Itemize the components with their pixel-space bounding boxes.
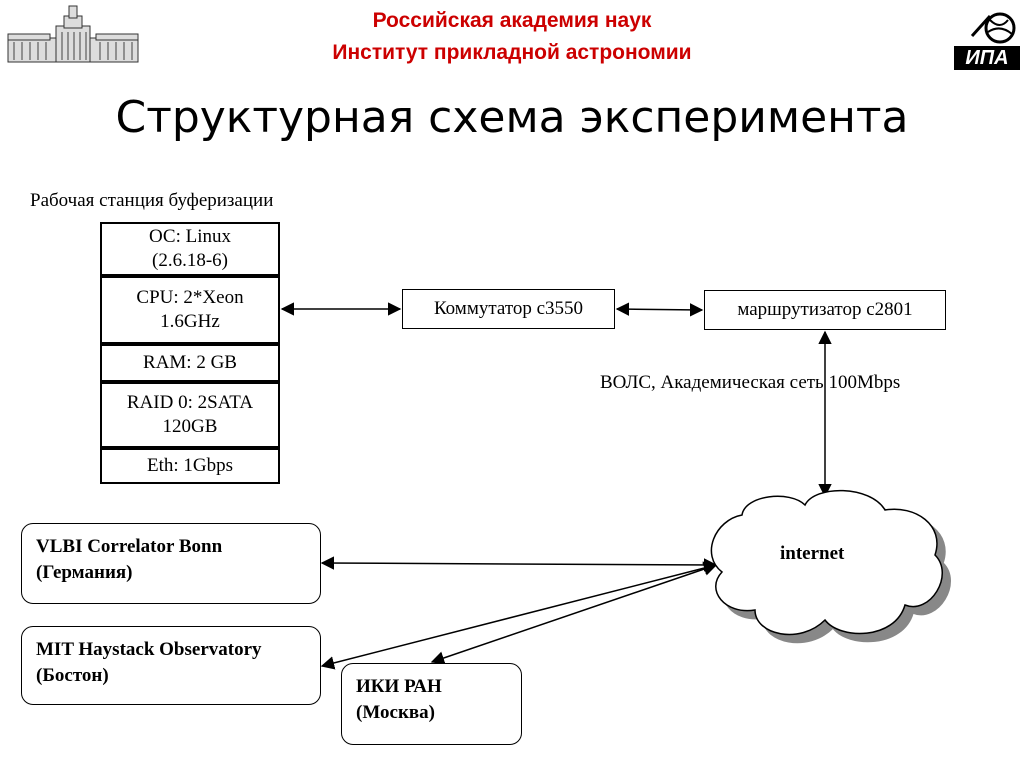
spec-eth-block: Eth: 1Gbps [100, 448, 280, 484]
link-switch-router [615, 302, 704, 317]
spec-raid-block: RAID 0: 2SATA 120GB [100, 382, 280, 448]
spec-ram-text: RAM: 2 GB [143, 352, 237, 373]
site-iki-location: (Москва) [356, 702, 435, 723]
link-iki-internet [430, 562, 718, 665]
spec-os-version: (2.6.18-6) [152, 250, 228, 271]
site-mit-location: (Бостон) [36, 665, 109, 686]
switch-box: Коммутатор с3550 [402, 289, 615, 329]
site-mit-name: MIT Haystack Observatory [36, 639, 262, 660]
ipa-logo-text: ИПА [965, 47, 1009, 69]
router-label: маршрутизатор с2801 [737, 299, 913, 320]
site-iki-box: ИКИ РАН (Москва) [341, 663, 522, 745]
router-box: маршрутизатор с2801 [704, 290, 946, 330]
academy-building-logo [4, 4, 142, 66]
spec-raid-capacity: 120GB [162, 416, 218, 437]
spec-eth-text: Eth: 1Gbps [146, 455, 234, 476]
link-bonn-internet [320, 556, 718, 572]
spec-os-name: ОС: Linux [148, 226, 232, 247]
internet-cloud-label: internet [780, 543, 845, 564]
header-academy: Российская академия наук [372, 9, 652, 32]
spec-cpu-frequency: 1.6GHz [160, 311, 220, 332]
spec-cpu-block: CPU: 2*Xeon 1.6GHz [100, 276, 280, 344]
site-bonn-box: VLBI Correlator Bonn (Германия) [21, 523, 321, 604]
site-bonn-location: (Германия) [36, 562, 133, 583]
site-bonn-name: VLBI Correlator Bonn [36, 536, 223, 557]
spec-os-block: ОС: Linux (2.6.18-6) [100, 222, 280, 276]
site-iki-name: ИКИ РАН [356, 676, 442, 697]
switch-label: Коммутатор с3550 [433, 298, 584, 319]
header-institute: Институт прикладной астрономии [332, 41, 692, 64]
internet-cloud-shape [710, 489, 951, 644]
fiber-link-label: ВОЛС, Академическая сеть 100Mbps [600, 372, 901, 393]
spec-cpu-model: CPU: 2*Xeon [136, 287, 244, 308]
spec-ram-block: RAM: 2 GB [100, 344, 280, 382]
site-mit-box: MIT Haystack Observatory (Бостон) [21, 626, 321, 705]
slide-title: Структурная схема эксперимента [115, 92, 909, 143]
workstation-label: Рабочая станция буферизации [30, 190, 274, 211]
spec-raid-config: RAID 0: 2SATA [126, 392, 254, 413]
ipa-logo: ИПА [950, 6, 1022, 72]
link-mit-internet [320, 561, 718, 670]
